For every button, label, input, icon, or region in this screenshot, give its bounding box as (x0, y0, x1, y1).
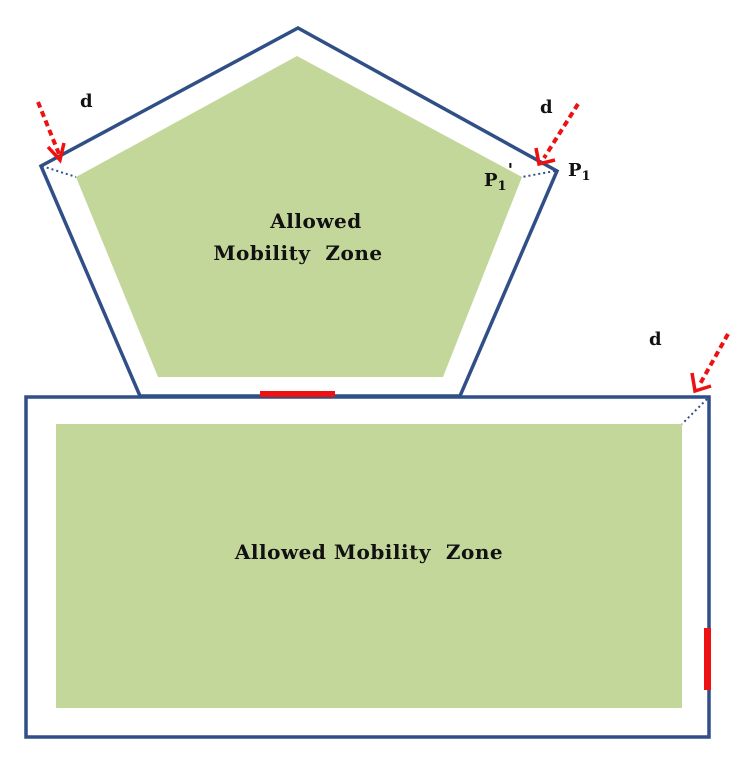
distance-label-right: d (540, 97, 553, 118)
point-label-p1: P1 (568, 160, 591, 184)
door-top-opening (260, 391, 335, 397)
distance-label-rect: d (649, 329, 662, 350)
offset-line-p1 (521, 170, 556, 178)
pentagon-allowed-zone (76, 56, 522, 377)
arrow-d-rect (690, 333, 730, 394)
offset-line-rect-corner (681, 398, 708, 425)
arrow-d-left (36, 101, 66, 164)
rectangle-zone-label: Allowed Mobility Zone (234, 540, 503, 564)
offset-line-left (41, 165, 77, 178)
point-label-p1-prime: P1' (484, 160, 513, 194)
rectangle-allowed-zone (56, 424, 682, 708)
door-right-opening (704, 628, 711, 690)
pentagon-zone-label-line2: Mobility Zone (213, 241, 382, 265)
distance-label-left: d (80, 91, 93, 112)
pentagon-zone-label-line1: Allowed (269, 209, 361, 233)
arrow-d-right (534, 102, 580, 167)
